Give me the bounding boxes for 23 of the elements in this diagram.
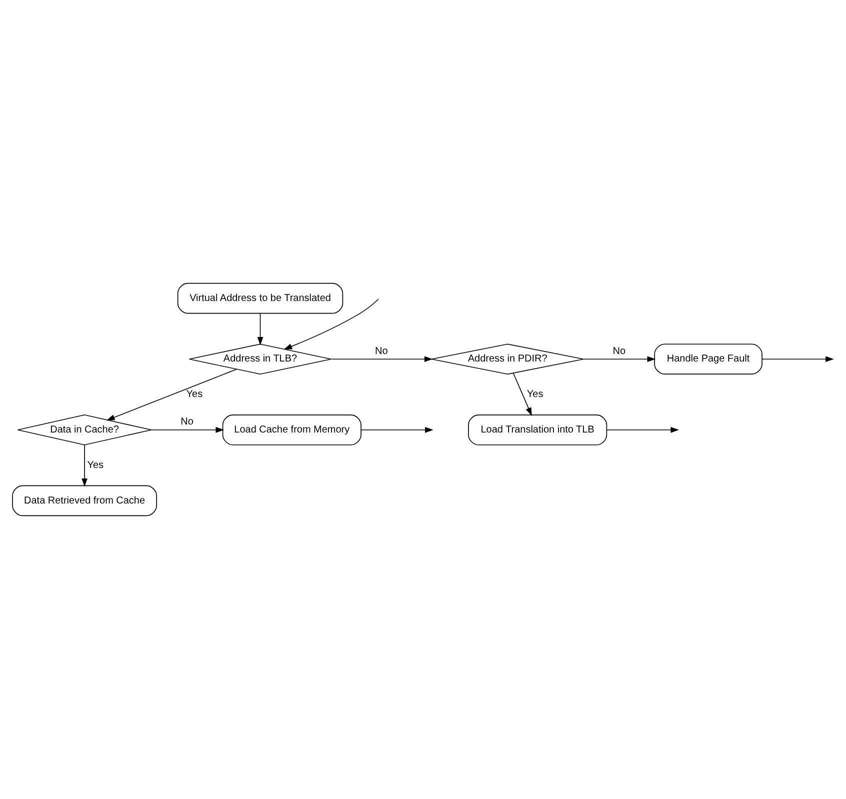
arrow bbox=[762, 356, 834, 362]
arrow bbox=[284, 298, 379, 350]
arrow bbox=[331, 356, 433, 362]
edge-label: Yes bbox=[526, 389, 544, 400]
arrow bbox=[360, 426, 434, 433]
arrow bbox=[512, 372, 532, 416]
arrow bbox=[106, 368, 237, 420]
node-box: Load Translation into TLB bbox=[468, 414, 608, 446]
edge-label: No bbox=[612, 346, 626, 357]
arrow bbox=[150, 426, 224, 433]
arrow bbox=[606, 426, 679, 433]
arrow bbox=[583, 356, 656, 362]
edge-label: No bbox=[180, 416, 194, 428]
arrow bbox=[257, 313, 264, 346]
edge-label: Yes bbox=[186, 389, 203, 400]
node-diamond: Address in PDIR? bbox=[431, 344, 584, 375]
edge-label: Yes bbox=[87, 460, 104, 471]
node-box: Handle Page Fault bbox=[654, 344, 762, 375]
arrow bbox=[82, 444, 88, 487]
edge-label: No bbox=[374, 346, 388, 357]
node-box: Data Retrieved from Cache bbox=[12, 485, 157, 516]
node-box: Virtual Address to be Translated bbox=[177, 282, 344, 314]
node-box: Load Cache from Memory bbox=[222, 414, 362, 446]
